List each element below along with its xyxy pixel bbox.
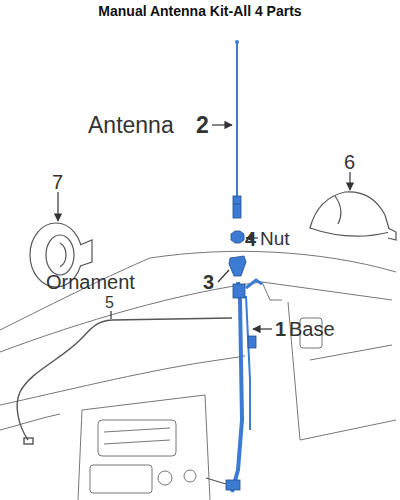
callout-number: 5 <box>105 295 114 311</box>
part-name: Ornament <box>46 272 135 292</box>
base-part <box>206 280 262 492</box>
antenna-part <box>233 40 241 218</box>
dashboard-outline <box>0 251 396 500</box>
part-name: Antenna <box>88 114 174 137</box>
leader-lines <box>58 125 350 329</box>
ornament-part <box>229 256 246 276</box>
antenna-wire <box>17 318 232 444</box>
speaker-part <box>310 192 396 240</box>
nut-part <box>231 231 244 243</box>
callout-number: 1 <box>275 319 286 339</box>
part-name: Base <box>289 319 335 339</box>
callout-number: 3 <box>203 272 214 292</box>
callout-number: 4 <box>245 229 256 249</box>
callout-number: 2 <box>196 114 209 137</box>
callout-number: 7 <box>52 172 63 192</box>
diagram-title: Manual Antenna Kit-All 4 Parts <box>0 4 400 18</box>
part-name: Nut <box>260 229 290 248</box>
callout-number: 6 <box>344 152 355 172</box>
